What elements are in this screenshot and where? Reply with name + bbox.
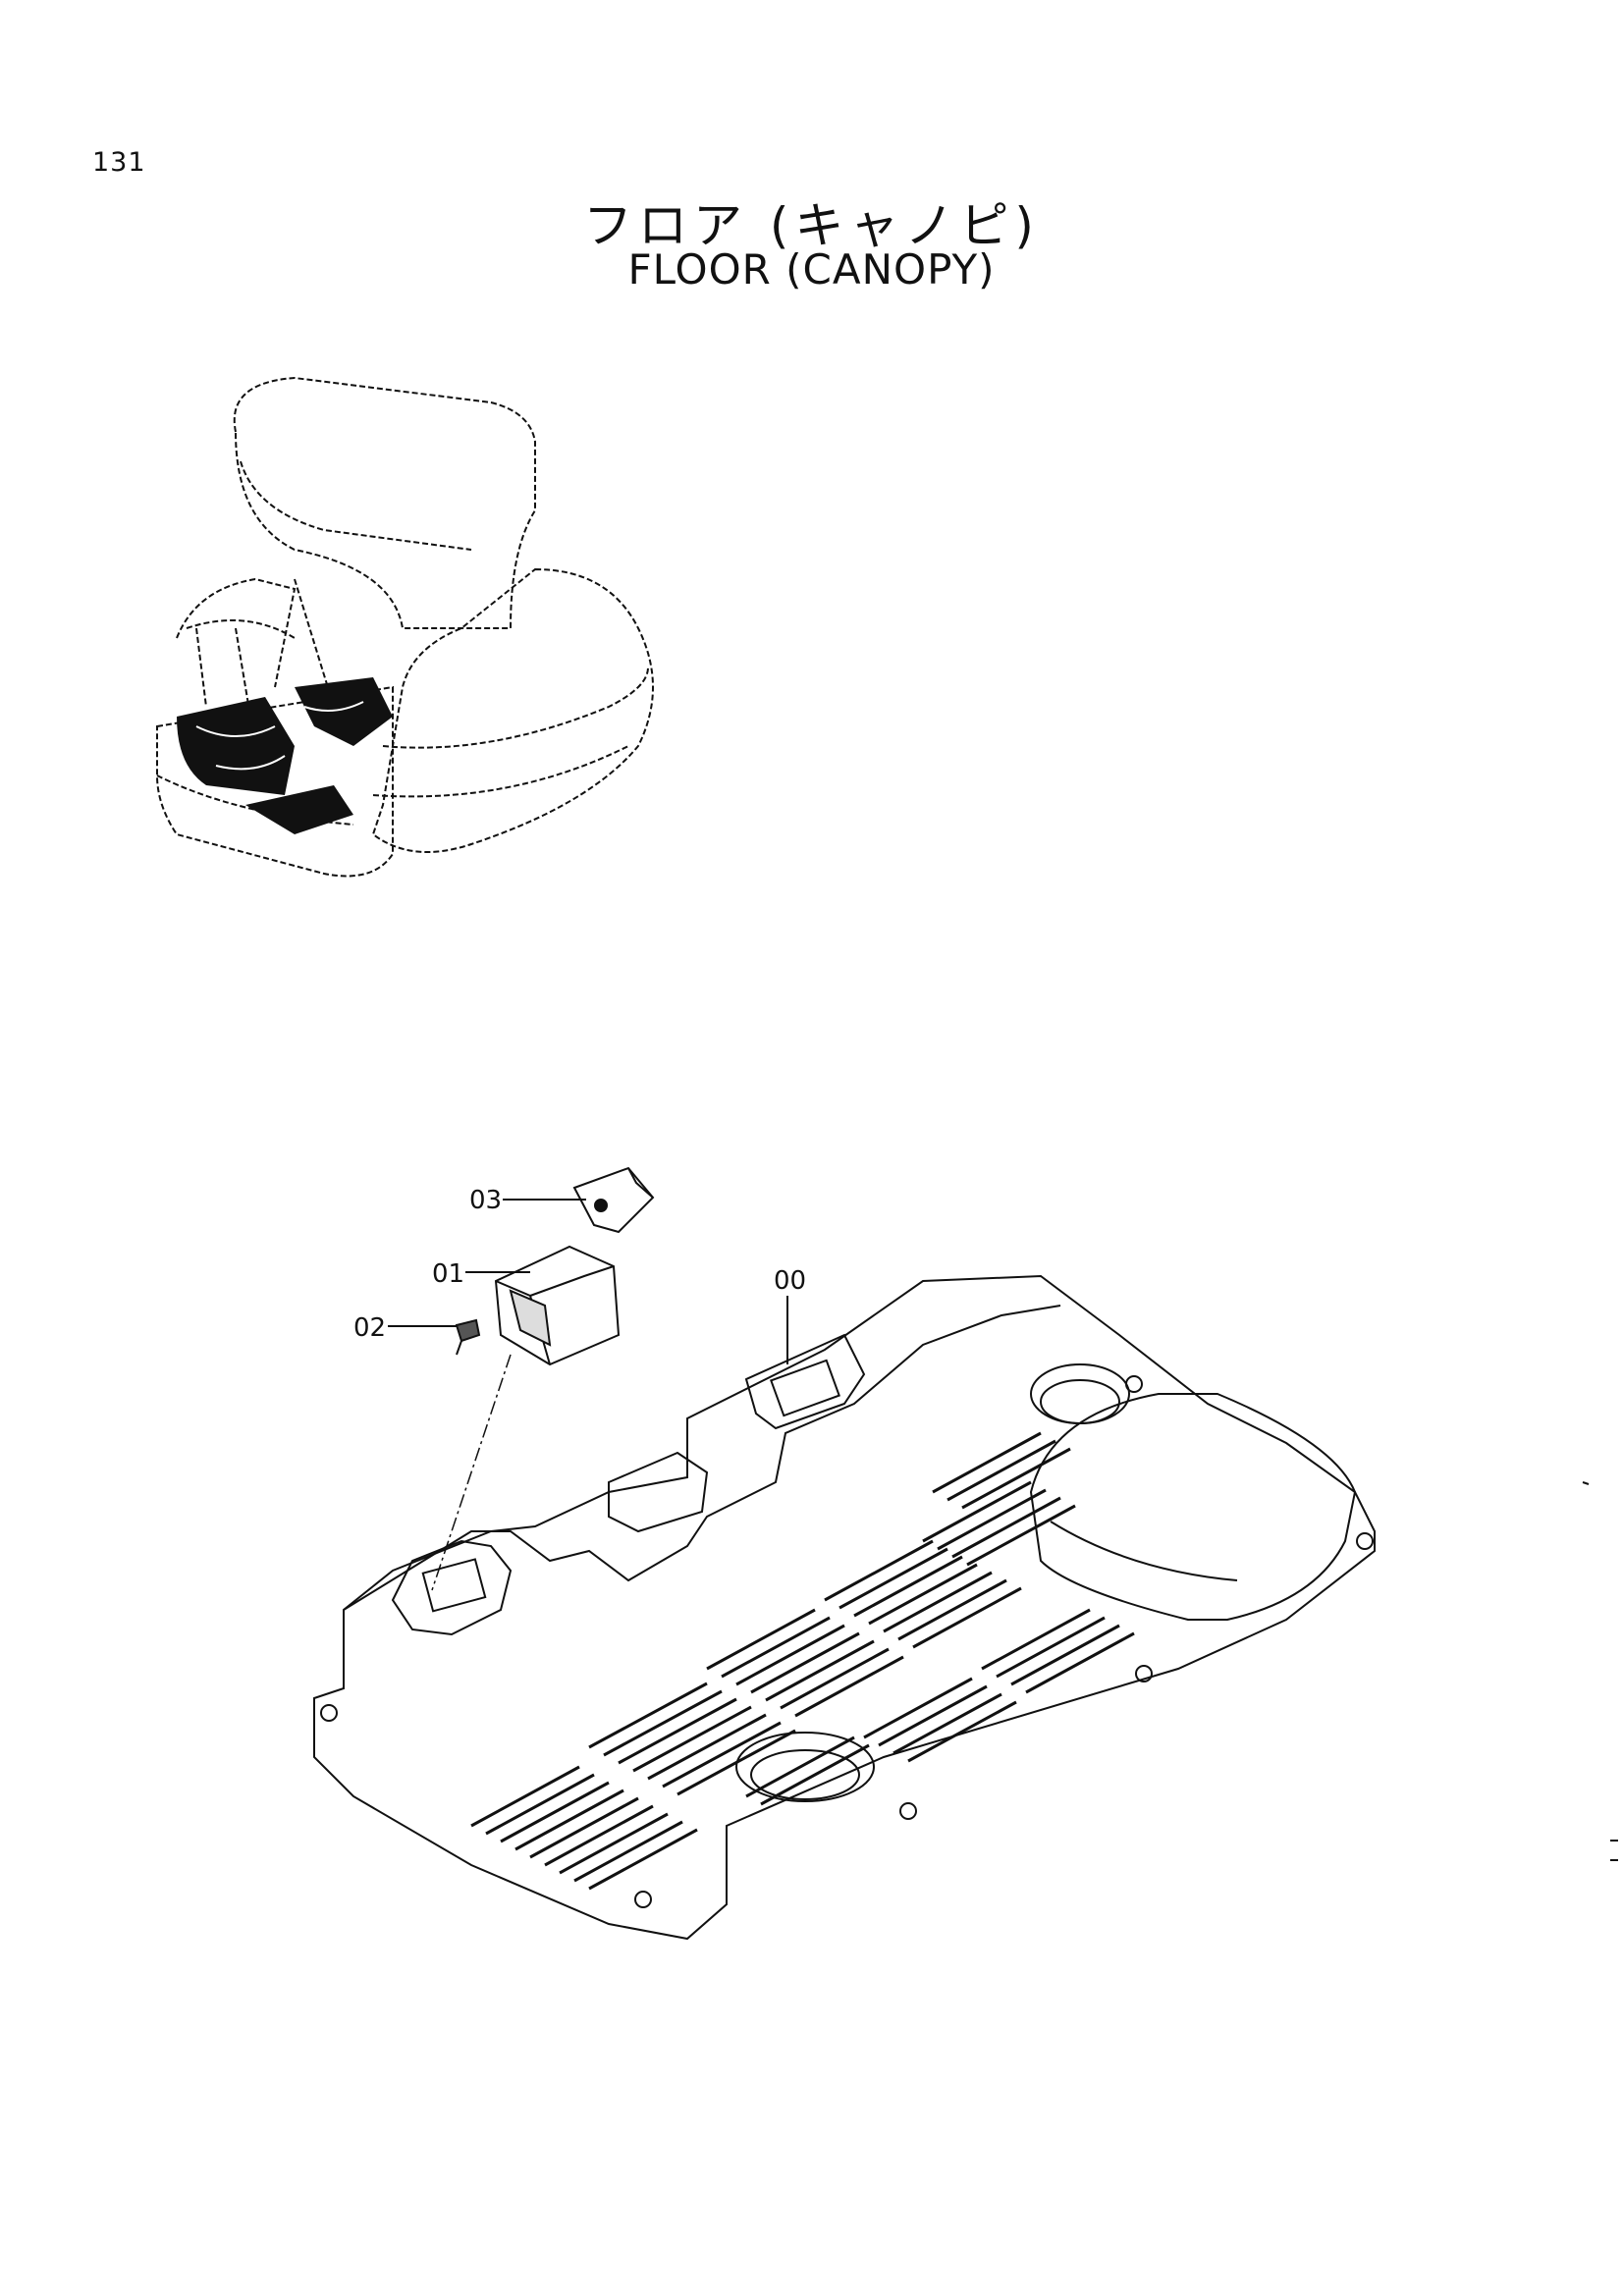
- round-opening-rear: [1030, 1363, 1130, 1424]
- control-levers: [176, 577, 335, 747]
- seat-base: [156, 685, 394, 878]
- mount-hole: [634, 1891, 652, 1908]
- assembly-line: [431, 1354, 512, 1591]
- title-english: FLOOR (CANOPY): [627, 245, 996, 294]
- part-03: [503, 1166, 655, 1234]
- overview-floor-mat: [177, 677, 393, 834]
- part-00-floor-panel: [313, 1274, 1376, 1941]
- title-japanese: フロア (キャノピ): [583, 197, 1040, 254]
- mount-hole: [1135, 1665, 1153, 1682]
- duct-opening-right: [770, 1359, 840, 1417]
- callout-00: 00: [774, 1266, 807, 1296]
- callout-02: 02: [353, 1313, 387, 1343]
- raised-cover: [1029, 1393, 1357, 1621]
- callout-03: 03: [469, 1186, 503, 1215]
- mount-hole: [899, 1802, 917, 1820]
- mount-hole: [1125, 1375, 1143, 1393]
- seat-back: [233, 376, 536, 629]
- seat-cushion: [371, 567, 654, 853]
- mount-hole: [320, 1704, 338, 1722]
- round-opening-front: [735, 1732, 875, 1802]
- callout-01: 01: [432, 1259, 465, 1289]
- part-01: [465, 1245, 621, 1366]
- duct-opening-left: [421, 1558, 487, 1613]
- page-number: 131: [92, 147, 146, 178]
- floor-grille: [470, 1431, 1135, 1891]
- part-02: [388, 1318, 481, 1356]
- mount-hole: [1356, 1532, 1374, 1550]
- margin-marks: [1582, 1481, 1618, 1861]
- overview-illustration: [156, 376, 654, 878]
